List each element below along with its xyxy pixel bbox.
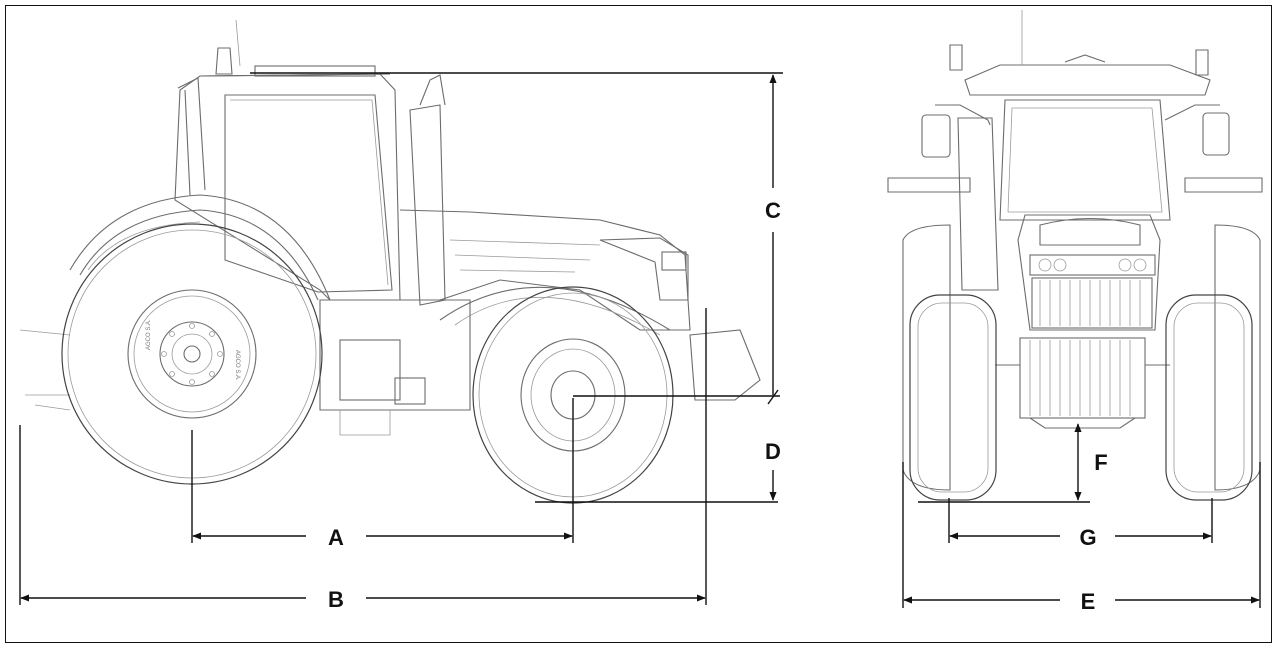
dimension-label-c: C	[765, 198, 781, 223]
dimension-label-e: E	[1081, 589, 1096, 614]
drawing-frame	[5, 5, 1272, 643]
dimension-label-g: G	[1079, 525, 1096, 550]
dimension-label-d: D	[765, 439, 781, 464]
tractor-front-view	[887, 10, 1263, 501]
tractor-side-view: AGCO S.A. AGCO S.A.	[19, 19, 761, 504]
wheel-marking-left: AGCO S.A.	[146, 319, 152, 350]
dimension-label-a: A	[328, 525, 344, 550]
dimension-label-f: F	[1094, 450, 1107, 475]
dimension-label-b: B	[328, 587, 344, 612]
wheel-marking-right: AGCO S.A.	[234, 350, 240, 381]
dimension-lines	[19, 72, 1261, 608]
